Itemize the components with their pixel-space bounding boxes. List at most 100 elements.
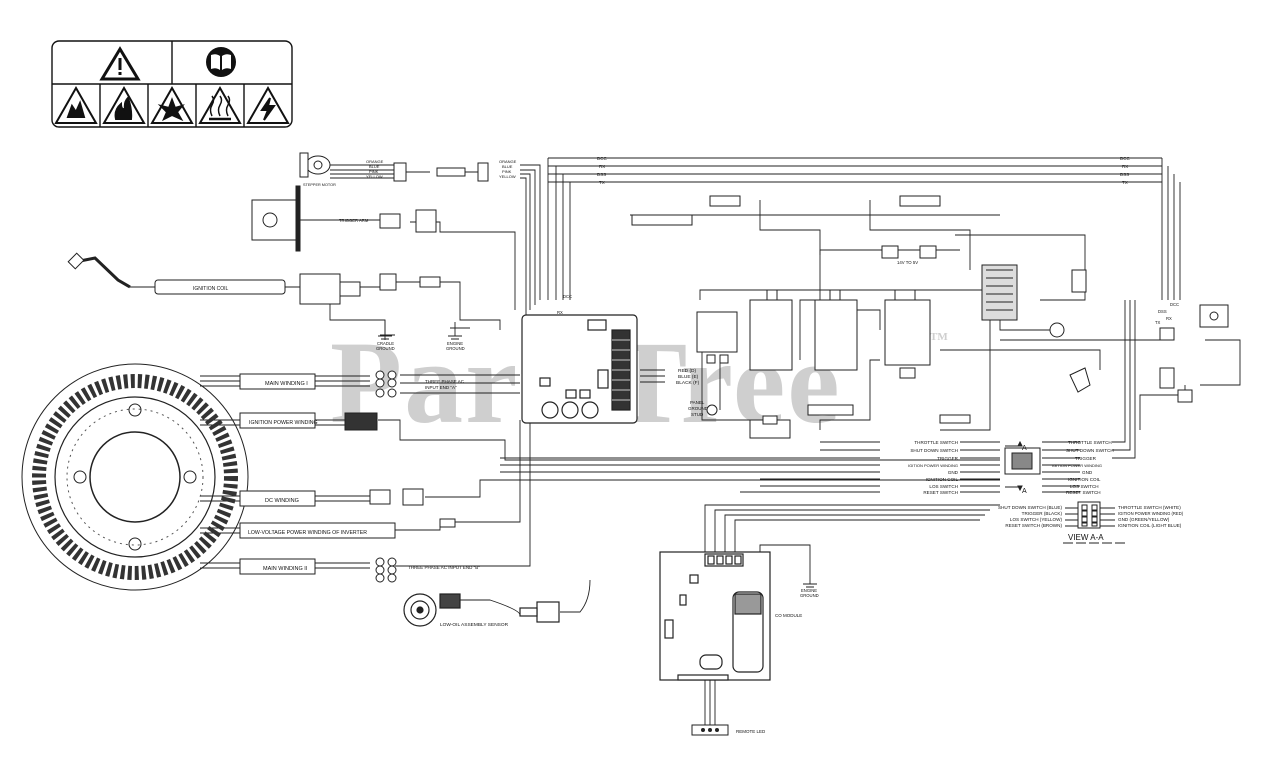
cradle-ground-line1: CRADLE [377, 341, 394, 346]
three-phase-a-line1: THREE PHASE AC [425, 379, 465, 384]
explosion-hazard-icon [54, 85, 98, 124]
stepper-wire-3: PINK [369, 169, 379, 174]
control-panel-components [631, 195, 1091, 439]
warning-icon [99, 46, 141, 81]
view-aa-title: VIEW A-A [1068, 533, 1104, 542]
remote-led-label: REMOTE LED [736, 729, 766, 734]
manual-icon [206, 47, 236, 77]
right-bus-tx: TX [1155, 320, 1161, 325]
co-module [659, 551, 771, 681]
switch-labels-left: THROTTLE SWITCH SHUT DOWN SWITCH TRIGGER… [908, 440, 959, 495]
view-aa-right-2: IGITION POWER WINDING (RED) [1118, 511, 1184, 516]
stepper-wire-right-3: PINK [502, 169, 512, 174]
inverter-bus-dcc: DCC [563, 294, 572, 299]
view-aa-left-1: SHUT DOWN SWITCH (BLUE) [998, 505, 1062, 510]
dc-winding-label: DC WINDING [265, 498, 299, 504]
bus-label-top-dss: DSS [597, 172, 606, 177]
panel-ground-line3: STUD [691, 412, 704, 417]
bus-label-right-dss: DSS [1120, 172, 1129, 177]
stepper-wire-right-4: YELLOW [499, 174, 516, 179]
left-ignition-coil: IGNITION COIL [926, 477, 959, 482]
left-los-switch: LOS SWITCH [929, 484, 958, 489]
left-reset-switch: RESET SWITCH [923, 490, 958, 495]
burst-hazard-icon [150, 85, 194, 124]
winding-label-boxes [239, 373, 396, 575]
right-connector [1159, 304, 1229, 403]
switch-labels-right: THROTTLE SWITCH SHUT DOWN SWITCH TRIGGER… [1052, 440, 1114, 495]
view-aa-right-3: GND (GREEN/YELLOW) [1118, 517, 1170, 522]
inverter-bus-rx: RX [557, 310, 563, 315]
right-bus-rx: RX [1166, 316, 1172, 321]
main-winding-1-label: MAIN WINDING I [265, 381, 308, 387]
view-aa-left-2: TRIGGER (BLACK) [1022, 511, 1063, 516]
bus-label-top-tx: TX [599, 180, 605, 185]
left-ignition-power-winding: IGITION POWER WINDING [908, 463, 958, 468]
engine-ground-line2: GROUND [446, 346, 465, 351]
watermark-tm: TM [930, 331, 948, 343]
low-oil-sensor [403, 593, 560, 627]
bus-label-right-tx: TX [1122, 180, 1128, 185]
stepper-motor-label: STEPPER MOTOR [303, 183, 336, 187]
right-ignition-power-winding: IGITION POWER WINDING [1052, 463, 1102, 468]
lv-winding-label: LOW-VOLTAGE POWER WINDING OF INVERTER [248, 530, 367, 536]
right-shut-down-switch: SHUT DOWN SWITCH [1066, 448, 1114, 453]
view-aa-connector [1063, 501, 1125, 544]
left-gnd: GND [948, 470, 959, 475]
three-phase-b-label: THREE PHASE AC INPUT END "B" [408, 565, 480, 570]
stepper-wire-4: YELLOW [366, 174, 383, 179]
stator [21, 363, 249, 591]
low-oil-label: LOW-OIL ASSEMBLY SENSOR [440, 622, 509, 628]
bus-label-top-dcc: DCC [597, 156, 607, 161]
output-wire-blue: BLUE (E) [678, 374, 699, 380]
hot-surface-icon [198, 85, 242, 124]
co-module-label: CO MODULE [775, 613, 802, 618]
ignition-power-winding-label: IGNITION POWER WINDING [249, 420, 318, 426]
right-trigger: TRIGGER [1075, 456, 1097, 461]
right-throttle-switch: THROTTLE SWITCH [1068, 440, 1112, 445]
left-trigger: TRIGGER [937, 456, 959, 461]
engine-ground-bottom-line2: GROUND [800, 593, 819, 598]
right-gnd: GND [1082, 470, 1093, 475]
section-marker-top: A [1022, 445, 1027, 452]
inverter-module [521, 314, 638, 424]
main-winding-2-label: MAIN WINDING II [263, 566, 308, 572]
engine-ground-bottom-line1: ENGINE [801, 588, 817, 593]
view-aa-left-3: LOS SWITCH (YELLOW) [1010, 517, 1063, 522]
stepper-wire-1: ORANGE [366, 159, 384, 164]
bus-label-right-rx: RX [1122, 164, 1128, 169]
remote-led [691, 724, 729, 736]
output-wire-red: RED (D) [678, 368, 697, 374]
stepper-wire-right-2: BLUE [502, 164, 513, 169]
three-phase-a-line2: INPUT END "A" [425, 385, 457, 390]
right-reset-switch: RESET SWITCH [1066, 490, 1101, 495]
cradle-ground-line2: GROUND [376, 346, 395, 351]
left-throttle-switch: THROTTLE SWITCH [914, 440, 958, 445]
stator-connectors [344, 370, 456, 583]
stepper-motor [299, 152, 489, 182]
stepper-wire-right-1: ORANGE [499, 159, 517, 164]
right-ignition-coil: IGNITION COIL [1068, 477, 1101, 482]
right-los-switch: LOS SWITCH [1070, 484, 1099, 489]
bus-label-right-dcc: DCC [1120, 156, 1130, 161]
left-shut-down-switch: SHUT DOWN SWITCH [910, 448, 958, 453]
view-aa-right-1: THROTTLE SWITCH (WHITE) [1118, 505, 1181, 510]
panel-ground-line1: PANEL [690, 400, 705, 405]
section-marker-bottom: A [1022, 488, 1027, 495]
output-wire-black: BLACK (F) [676, 380, 700, 386]
trigger-arm-label: TRIGGER ARM [339, 218, 369, 223]
trigger-arm-assembly [251, 185, 437, 252]
right-bus-dcc: DCC [1170, 302, 1179, 307]
switch-harness-box [1004, 440, 1041, 492]
right-bus-dss: DSS [1158, 309, 1167, 314]
safety-label [51, 40, 293, 128]
electric-shock-icon [246, 85, 290, 124]
fire-hazard-icon [102, 85, 146, 124]
v14-to-5-label: 14V TO 5V [897, 260, 918, 265]
ignition-coil-assembly [67, 252, 441, 305]
ignition-coil-label: IGNITION COIL [193, 286, 229, 292]
stepper-wire-2: BLUE [369, 164, 380, 169]
engine-ground-line1: ENGINE [447, 341, 463, 346]
panel-ground-line2: GROUND [688, 406, 709, 411]
view-aa-left-4: RESET SWITCH (BROWN) [1005, 523, 1062, 528]
